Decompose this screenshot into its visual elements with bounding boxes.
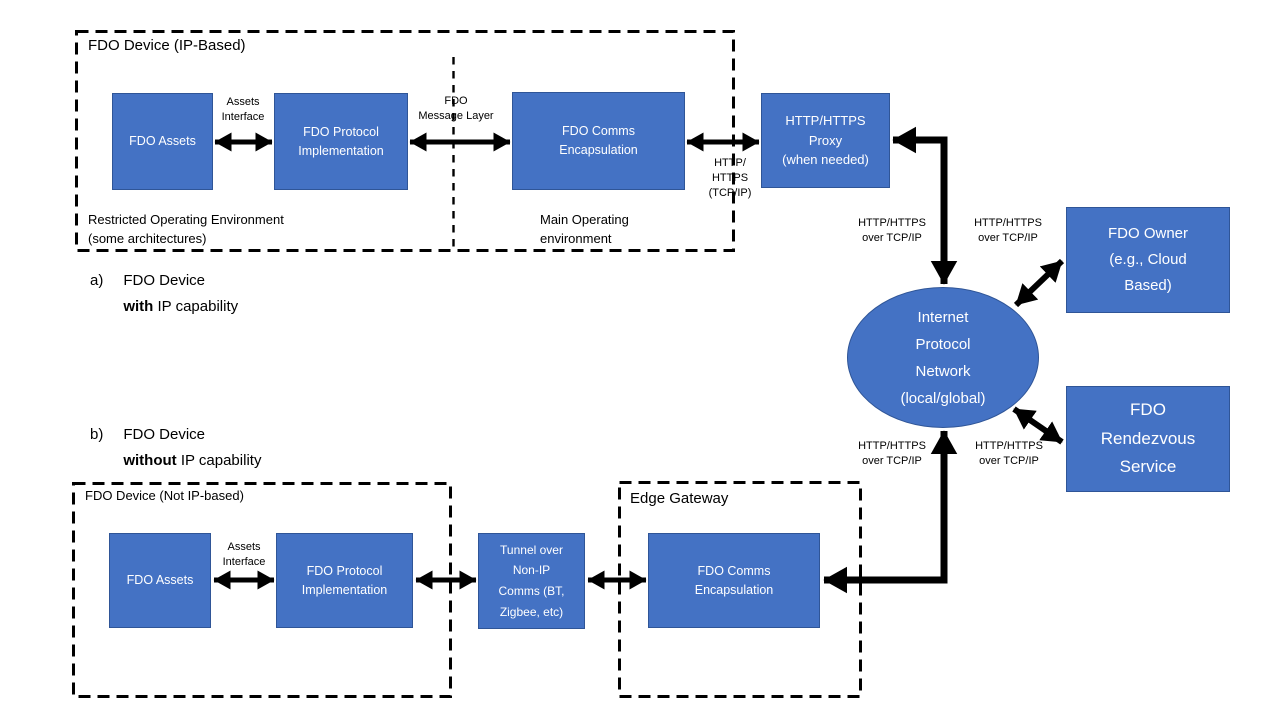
container-a-title: FDO Device (IP-Based): [88, 37, 246, 54]
http-proxy-box: HTTP/HTTPS Proxy (when needed): [761, 93, 890, 188]
internet-protocol-network-ellipse: Internet Protocol Network (local/global): [847, 287, 1039, 428]
container-b-border: [72, 482, 452, 698]
fdo-protocol-box-a: FDO Protocol Implementation: [274, 93, 408, 190]
fdo-comms-box-a: FDO Comms Encapsulation: [512, 92, 685, 190]
arrow-gateway-network: [823, 430, 958, 594]
http-tcpip-label: HTTP/ HTTPS (TCP/IP): [708, 157, 752, 199]
assets-interface-label-b: Assets Interface: [222, 541, 266, 568]
http-over-tcpip-top-left: HTTP/HTTPS over TCP/IP: [858, 217, 926, 244]
fdo-owner-box: FDO Owner (e.g., Cloud Based): [1066, 207, 1230, 313]
fdo-rendezvous-box: FDO Rendezvous Service: [1066, 386, 1230, 492]
assets-interface-label-a: Assets Interface: [221, 96, 265, 123]
restricted-env-label: Restricted Operating Environment (some a…: [88, 212, 284, 246]
arrow-proxy-network: [892, 126, 958, 285]
edge-gateway-title: Edge Gateway: [630, 490, 729, 507]
tunnel-non-ip-box: Tunnel over Non-IP Comms (BT, Zigbee, et…: [478, 533, 585, 629]
fdo-message-layer-label: FDO Message Layer: [418, 95, 494, 122]
fdo-assets-box-b: FDO Assets: [109, 533, 211, 628]
http-over-tcpip-top-right: HTTP/HTTPS over TCP/IP: [974, 217, 1042, 244]
http-over-tcpip-bottom-left: HTTP/HTTPS over TCP/IP: [858, 440, 926, 467]
caption-a-prefix: a): [90, 272, 104, 289]
arrow-network-rendezvous: [1012, 406, 1064, 445]
fdo-assets-box-a: FDO Assets: [112, 93, 213, 190]
main-env-label: Main Operating environment: [540, 212, 629, 246]
fdo-comms-box-b: FDO Comms Encapsulation: [648, 533, 820, 628]
caption-b-prefix: b): [90, 426, 104, 443]
http-over-tcpip-bottom-right: HTTP/HTTPS over TCP/IP: [975, 440, 1043, 467]
arrow-network-owner: [1013, 258, 1065, 308]
container-b-title: FDO Device (Not IP-based): [85, 488, 244, 503]
fdo-protocol-box-b: FDO Protocol Implementation: [276, 533, 413, 628]
